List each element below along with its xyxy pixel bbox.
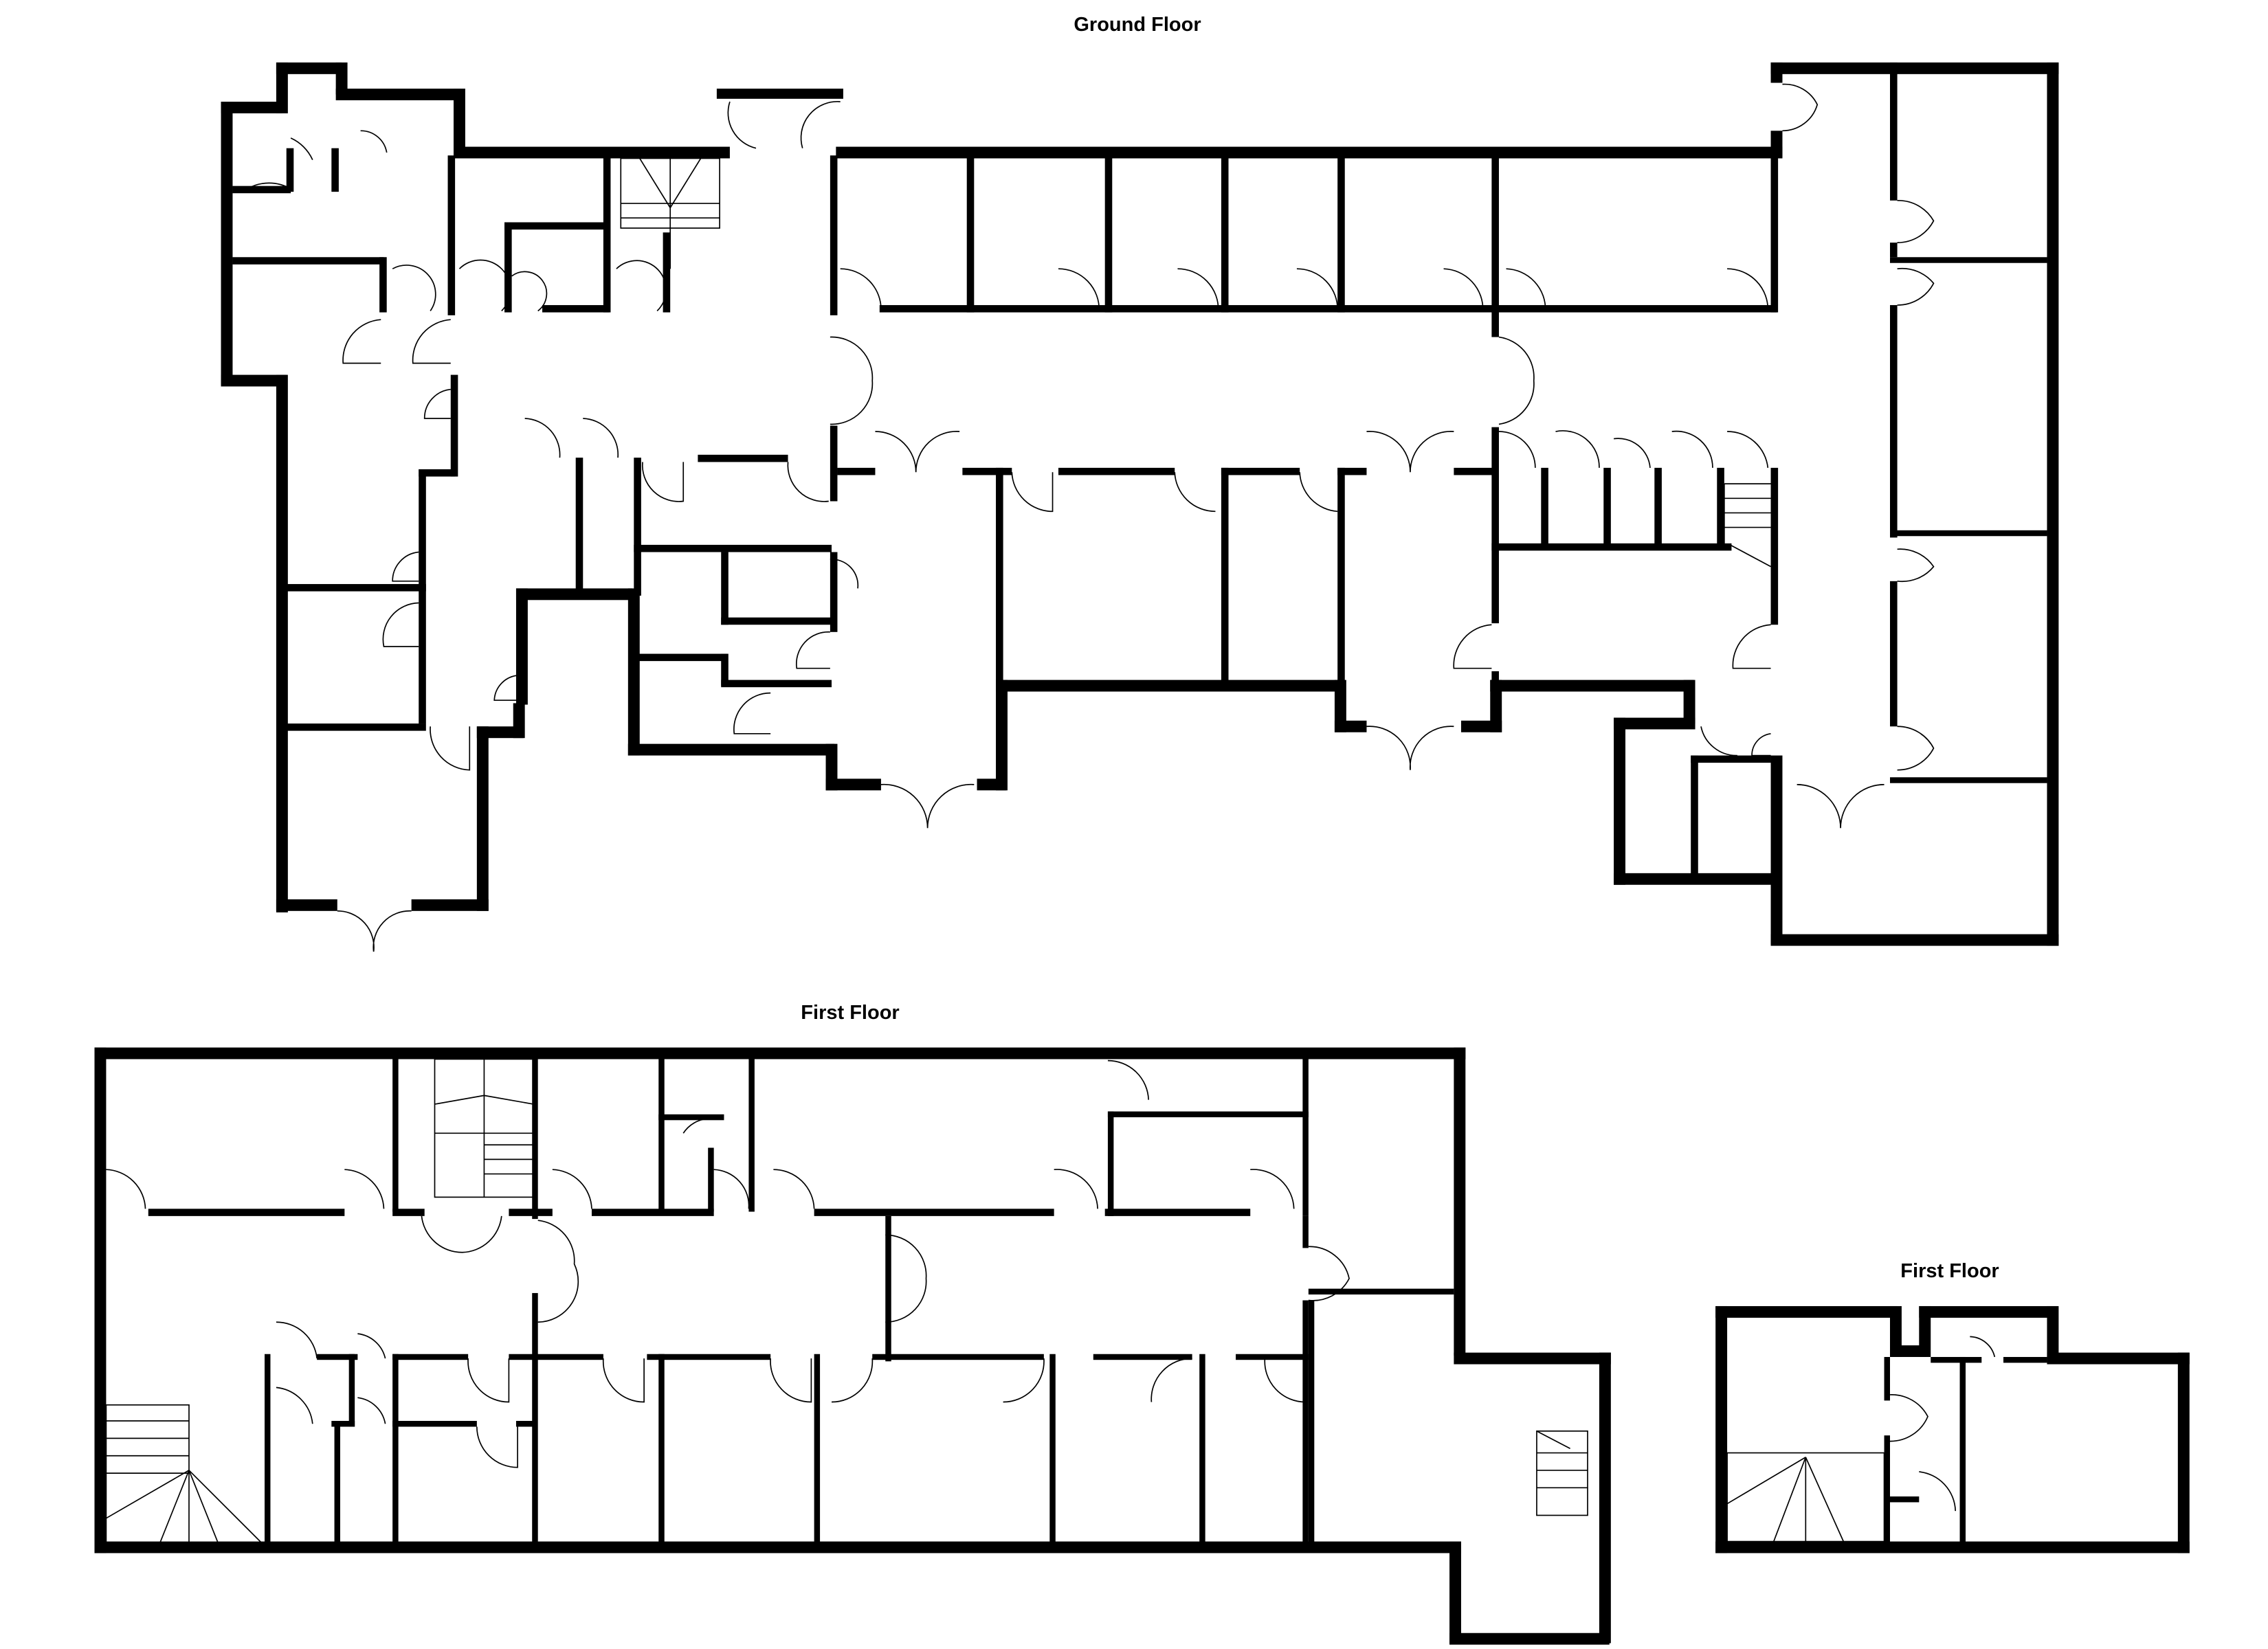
first-floor-main-plan bbox=[94, 1047, 1611, 1645]
ground-floor-plan bbox=[221, 62, 2059, 952]
first-floor-annex-title: First Floor bbox=[1900, 1260, 1999, 1282]
stairs-icon bbox=[1726, 1452, 1885, 1543]
stairs-icon bbox=[620, 157, 1771, 568]
door-icons bbox=[1889, 1336, 1996, 1512]
first-floor-annex-plan bbox=[1715, 1305, 2190, 1553]
ground-floor-title: Ground Floor bbox=[1074, 14, 1201, 36]
door-icons bbox=[106, 1059, 1350, 1468]
stairs-icon bbox=[105, 1058, 1588, 1544]
first-floor-main-title: First Floor bbox=[801, 1002, 900, 1024]
door-icons bbox=[245, 83, 1935, 952]
